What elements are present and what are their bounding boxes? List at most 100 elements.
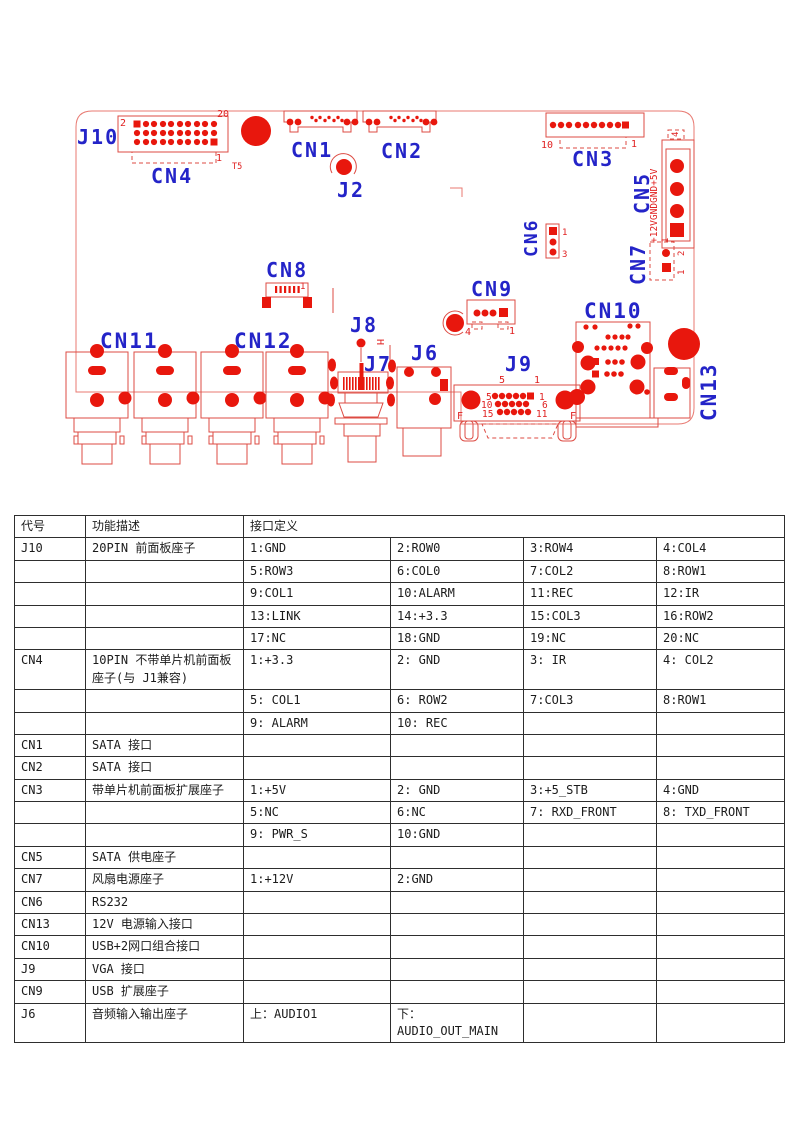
pin-cell: 5:NC bbox=[243, 801, 391, 825]
code-cell bbox=[14, 559, 86, 584]
pin-cell: 10:GND bbox=[390, 823, 524, 847]
code-cell: CN13 bbox=[14, 913, 86, 937]
label-cn8: CN8 bbox=[266, 258, 308, 282]
code-cell: CN4 bbox=[14, 649, 86, 691]
pin-cell bbox=[523, 957, 657, 982]
pin-cell bbox=[523, 980, 657, 1004]
pin-cell: 6: ROW2 bbox=[390, 689, 524, 713]
connector-cn1: CN1 bbox=[283, 110, 359, 162]
label-j6: J6 bbox=[411, 341, 439, 365]
pin-label: F bbox=[457, 411, 463, 422]
pin-cell: 下：AUDIO_OUT_MAIN bbox=[390, 1002, 524, 1044]
pin-cell: 9:COL1 bbox=[243, 582, 391, 606]
label-cn13: CN13 bbox=[697, 362, 721, 421]
pin-label: 3 bbox=[562, 250, 567, 260]
desc-cell bbox=[85, 604, 244, 628]
pin-label: 5 bbox=[486, 392, 492, 403]
pin-label: 10 bbox=[541, 140, 553, 151]
label-j9: J9 bbox=[505, 352, 533, 376]
board-outline bbox=[75, 110, 695, 425]
desc-cell: 12V 电源输入接口 bbox=[85, 913, 244, 937]
pin-cell: 7: RXD_FRONT bbox=[523, 801, 657, 825]
pin-cell: 7:COL2 bbox=[523, 559, 657, 584]
label-cn3: CN3 bbox=[572, 147, 614, 171]
pin-label: 4 bbox=[465, 327, 471, 338]
desc-cell bbox=[85, 626, 244, 651]
pin-cell bbox=[655, 711, 786, 735]
pin-label: 20 bbox=[217, 109, 229, 120]
pin-cell: 15:COL3 bbox=[523, 604, 657, 628]
label-cn5: CN5 bbox=[630, 172, 654, 214]
desc-cell: SATA 供电座子 bbox=[85, 845, 244, 870]
label-j2: J2 bbox=[337, 178, 365, 202]
desc-cell: 20PIN 前面板座子 bbox=[85, 537, 244, 561]
pin-cell bbox=[523, 913, 657, 937]
pin-cell: 20:NC bbox=[655, 626, 786, 651]
pin-cell bbox=[243, 756, 391, 780]
connector-cn11: CN11 bbox=[65, 329, 200, 465]
desc-cell: RS232 bbox=[85, 890, 244, 915]
pin-label: 1 bbox=[539, 392, 545, 403]
pin-cell: 1:+5V bbox=[243, 778, 391, 803]
pin-cell: 12:IR bbox=[655, 582, 786, 606]
code-cell bbox=[14, 626, 86, 651]
label-cn12: CN12 bbox=[234, 329, 293, 353]
connector-cn7: 2 1 CN7 bbox=[626, 241, 687, 285]
pin-label: 1 bbox=[509, 326, 515, 337]
pin-label: 10 bbox=[481, 400, 493, 411]
pin-cell bbox=[243, 980, 391, 1004]
label-cn10: CN10 bbox=[584, 299, 643, 323]
pin-cell bbox=[523, 935, 657, 959]
pin-label: 2 bbox=[120, 118, 126, 129]
pin-cell bbox=[243, 845, 391, 870]
desc-cell: 10PIN 不带单片机前面板座子(与 J1兼容) bbox=[85, 649, 244, 691]
col-header-code: 代号 bbox=[14, 514, 86, 539]
pin-label: F bbox=[570, 411, 576, 422]
desc-cell bbox=[85, 582, 244, 606]
desc-cell bbox=[85, 711, 244, 735]
pin-label: 1 bbox=[534, 375, 540, 386]
code-cell bbox=[14, 711, 86, 735]
connector-cn9: CN9 4 1 bbox=[442, 277, 516, 338]
pin-cell bbox=[523, 1002, 657, 1044]
connector-cn6: 1 3 CN6 bbox=[521, 218, 567, 260]
pin-cell bbox=[243, 957, 391, 982]
pin-label: 1 bbox=[631, 139, 637, 150]
code-cell bbox=[14, 801, 86, 825]
mount-hole bbox=[241, 116, 271, 146]
pin-cell bbox=[243, 890, 391, 915]
code-cell: CN10 bbox=[14, 935, 86, 959]
pin-label: 1 bbox=[216, 153, 222, 164]
desc-cell bbox=[85, 689, 244, 713]
pin-cell: 2: GND bbox=[390, 778, 524, 803]
code-cell bbox=[14, 823, 86, 847]
pin-cell: 19:NC bbox=[523, 626, 657, 651]
pin-cell: 3:ROW4 bbox=[523, 537, 657, 561]
desc-cell: USB+2网口组合接口 bbox=[85, 935, 244, 959]
pin-label: 1 bbox=[562, 228, 567, 238]
pin-cell bbox=[655, 913, 786, 937]
pin-cell: 7:COL3 bbox=[523, 689, 657, 713]
connector-cn3: 10 1 CN3 bbox=[541, 112, 645, 171]
pin-cell bbox=[523, 823, 657, 847]
pin-cell: 3: IR bbox=[523, 649, 657, 691]
label-cn1: CN1 bbox=[291, 138, 333, 162]
pin-cell: 11:REC bbox=[523, 582, 657, 606]
pin-cell bbox=[243, 913, 391, 937]
connector-j7: J7 bbox=[327, 352, 396, 463]
pin-cell bbox=[390, 890, 524, 915]
connector-j9: J9 5 1 5 1 10 6 15 11 F F bbox=[453, 352, 581, 442]
desc-cell: 音频输入输出座子 bbox=[85, 1002, 244, 1044]
